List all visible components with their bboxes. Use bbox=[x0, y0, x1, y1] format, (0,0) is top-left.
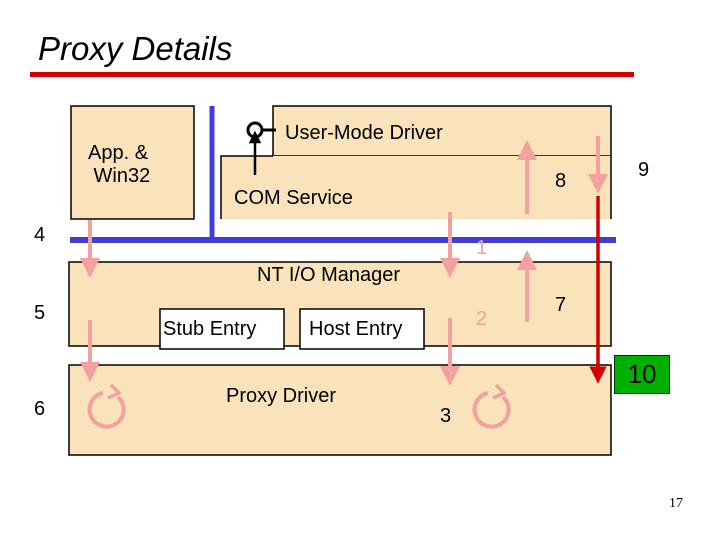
com-service-box bbox=[221, 156, 611, 219]
proxy-driver-label: Proxy Driver bbox=[226, 385, 337, 407]
slide-number: 17 bbox=[669, 496, 683, 511]
host-entry-label: Host Entry bbox=[309, 318, 403, 340]
stub-entry-box bbox=[159, 308, 285, 350]
connector-node bbox=[246, 121, 264, 139]
step-6-label: 6 bbox=[34, 398, 46, 420]
step-9-label: 9 bbox=[638, 159, 650, 181]
host-entry-box bbox=[299, 308, 425, 350]
step-7-label: 7 bbox=[555, 294, 567, 316]
step-5-label: 5 bbox=[34, 302, 46, 324]
nt-io-manager-label: NT I/O Manager bbox=[257, 264, 401, 286]
step-3-label: 3 bbox=[440, 405, 452, 427]
title-underline bbox=[30, 72, 634, 77]
step-4-label: 4 bbox=[34, 224, 46, 246]
com-service-label: COM Service bbox=[234, 187, 353, 209]
app-win32-label: App. & Win32 bbox=[88, 142, 151, 187]
step-8-label: 8 bbox=[555, 170, 567, 192]
wait-cycle-icon-left bbox=[87, 383, 126, 429]
wait-cycle-icon-right bbox=[472, 383, 511, 429]
slide-title: Proxy Details bbox=[38, 30, 233, 67]
step-2-label: 2 bbox=[476, 308, 488, 330]
proxy-driver-box bbox=[68, 364, 612, 456]
step-10-label: 10 bbox=[614, 355, 670, 394]
stub-entry-label: Stub Entry bbox=[163, 318, 257, 340]
app-win32-box bbox=[70, 105, 195, 220]
user-mode-driver-label: User-Mode Driver bbox=[285, 122, 443, 144]
step-1-label: 1 bbox=[476, 237, 488, 259]
user-mode-driver-box bbox=[272, 105, 612, 157]
